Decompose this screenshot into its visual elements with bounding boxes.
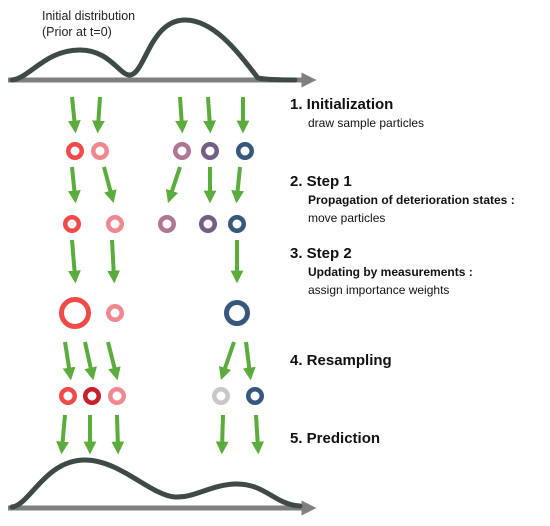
step-line: draw sample particles <box>308 116 425 131</box>
flow-arrow <box>242 341 256 381</box>
prior-distribution <box>8 17 317 88</box>
prediction-curve <box>9 457 303 510</box>
flow-arrow <box>219 341 236 381</box>
particle <box>199 215 217 233</box>
particle <box>106 304 124 322</box>
particle <box>106 215 124 233</box>
flow-arrow <box>56 414 69 455</box>
flow-arrow <box>106 341 121 381</box>
step-line: move particles <box>308 211 386 226</box>
step-heading: 1. Initialization <box>290 96 394 113</box>
flow-arrow <box>68 239 81 284</box>
particle <box>212 387 230 405</box>
particle <box>66 142 84 160</box>
flow-arrow <box>67 96 81 134</box>
step-resampling: 4. Resampling <box>290 352 392 369</box>
particle <box>158 215 176 233</box>
flow-arrow <box>165 166 182 204</box>
step-bold-line: Updating by measurements : <box>308 265 473 280</box>
prior-curve <box>9 17 298 83</box>
flow-arrow <box>107 239 121 284</box>
flow-arrow <box>67 166 81 204</box>
flow-arrow <box>231 166 245 204</box>
particle <box>91 142 109 160</box>
flow-arrow <box>102 166 117 204</box>
step-heading: 4. Resampling <box>290 352 392 369</box>
step-2: 3. Step 2 Updating by measurements : ass… <box>290 245 473 298</box>
step-initialization: 1. Initialization draw sample particles <box>290 96 424 131</box>
initial-distribution-label: Initial distribution (Prior at t=0) <box>42 9 135 40</box>
flow-arrow <box>62 341 76 381</box>
particle <box>236 142 254 160</box>
particle <box>83 387 101 405</box>
step-heading: 2. Step 1 <box>290 173 352 190</box>
step-line: assign importance weights <box>308 283 450 298</box>
arrows-layer <box>56 96 265 455</box>
initial-label-line2: (Prior at t=0) <box>42 25 112 40</box>
particle <box>63 215 81 233</box>
flow-arrow <box>111 414 125 455</box>
flow-arrow <box>92 96 105 134</box>
particle <box>108 387 126 405</box>
step-heading: 5. Prediction <box>290 430 381 447</box>
prediction-distribution <box>8 457 317 516</box>
step-bold-line: Propagation of deterioration states : <box>308 193 515 208</box>
step-heading: 3. Step 2 <box>290 245 352 262</box>
step-prediction: 5. Prediction <box>290 430 380 447</box>
step-1: 2. Step 1 Propagation of deterioration s… <box>290 173 515 226</box>
particle <box>59 387 77 405</box>
flow-arrow <box>215 414 229 455</box>
flow-arrow <box>175 96 188 134</box>
particle <box>59 297 91 329</box>
particle <box>246 387 264 405</box>
flow-arrow <box>251 414 265 455</box>
flow-arrow <box>83 341 97 381</box>
particle <box>224 300 250 326</box>
flow-arrow <box>203 96 216 134</box>
particle <box>228 215 246 233</box>
particle <box>201 142 219 160</box>
particle <box>173 142 191 160</box>
initial-label-line1: Initial distribution <box>42 9 136 23</box>
particles-layer <box>59 142 264 405</box>
